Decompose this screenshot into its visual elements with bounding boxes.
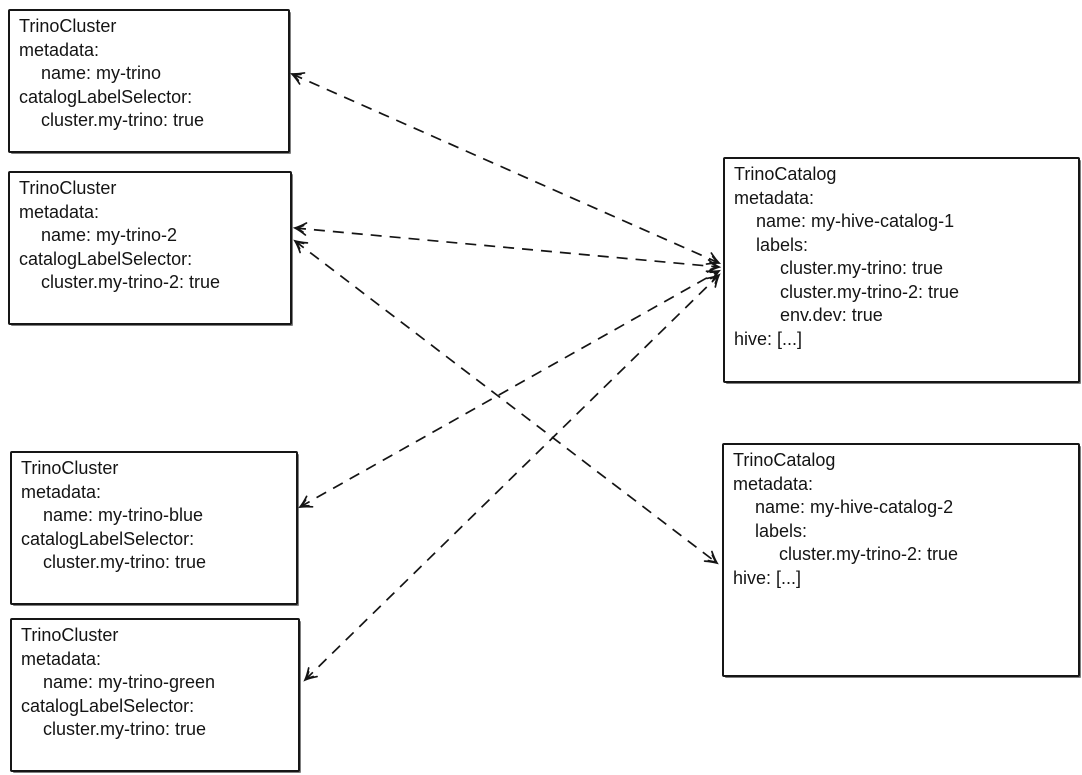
node-line: name: my-trino-blue [43, 505, 204, 525]
node-line: metadata: [21, 648, 102, 669]
node-trinocluster-my-trino-2: TrinoCluster metadata: name: my-trino-2 … [8, 171, 292, 325]
edge-my-trino-2--my-hive-catalog-2 [293, 239, 719, 565]
node-line: cluster.my-trino-2: true [780, 281, 960, 302]
node-line: metadata: [19, 39, 100, 60]
node-line: TrinoCatalog [734, 164, 837, 184]
node-line: name: my-hive-catalog-1 [756, 211, 955, 231]
node-line: metadata: [734, 187, 815, 208]
node-line: name: my-hive-catalog-2 [755, 497, 954, 517]
node-line: TrinoCluster [21, 625, 119, 645]
node-trinocluster-my-trino-green: TrinoCluster metadata: name: my-trino-gr… [10, 618, 300, 772]
node-line: cluster.my-trino: true [780, 258, 944, 278]
node-line: catalogLabelSelector: [19, 86, 193, 107]
edge-my-trino-blue--my-hive-catalog-1 [298, 269, 721, 509]
node-line: cluster.my-trino-2: true [779, 544, 959, 564]
node-trinocluster-my-trino-blue: TrinoCluster metadata: name: my-trino-bl… [10, 451, 298, 605]
node-line: hive: [...] [733, 567, 802, 588]
node-line: metadata: [733, 473, 814, 494]
edge-my-trino-2--my-hive-catalog-1 [292, 222, 722, 273]
node-line: catalogLabelSelector: [19, 248, 193, 269]
node-line: labels: [755, 520, 808, 541]
node-line: name: my-trino [41, 63, 162, 83]
node-line: cluster.my-trino-2: true [41, 272, 221, 292]
node-trinocatalog-my-hive-catalog-1: TrinoCatalog metadata: name: my-hive-cat… [723, 157, 1080, 383]
edge-my-trino--my-hive-catalog-1 [289, 72, 722, 265]
node-line: catalogLabelSelector: [21, 528, 195, 549]
node-line: metadata: [21, 481, 102, 502]
node-trinocatalog-my-hive-catalog-2: TrinoCatalog metadata: name: my-hive-cat… [722, 443, 1080, 677]
node-line: TrinoCluster [19, 178, 117, 198]
edge-my-trino-green--my-hive-catalog-1 [303, 273, 721, 682]
node-line: name: my-trino-green [43, 672, 216, 692]
node-line: metadata: [19, 201, 100, 222]
node-line: cluster.my-trino: true [41, 110, 205, 130]
node-line: TrinoCluster [19, 16, 117, 36]
node-trinocluster-my-trino: TrinoCluster metadata: name: my-trino ca… [8, 9, 290, 153]
node-line: hive: [...] [734, 328, 803, 349]
node-line: name: my-trino-2 [41, 225, 178, 245]
node-line: labels: [756, 234, 809, 255]
node-line: TrinoCluster [21, 458, 119, 478]
node-line: catalogLabelSelector: [21, 695, 195, 716]
node-line: env.dev: true [780, 305, 883, 325]
node-line: TrinoCatalog [733, 450, 836, 470]
node-line: cluster.my-trino: true [43, 552, 207, 572]
node-line: cluster.my-trino: true [43, 719, 207, 739]
